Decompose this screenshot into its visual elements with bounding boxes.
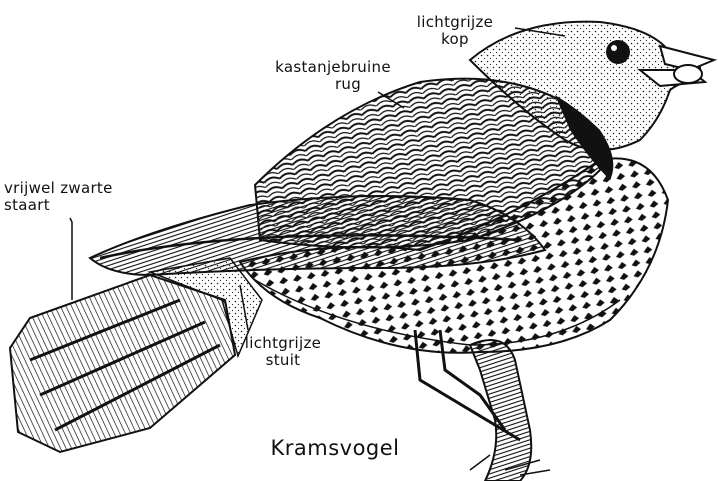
label-tail-line2: staart [4, 197, 154, 214]
leader-tail [70, 218, 72, 300]
label-tail-line1: vrijwel zwarte [4, 180, 154, 197]
branch [470, 340, 531, 481]
bird-eye [606, 40, 630, 64]
label-head-line2: kop [395, 31, 515, 48]
label-rump: lichtgrijze stuit [218, 335, 348, 369]
label-back-line1: kastanjebruine [258, 59, 408, 76]
label-tail: vrijwel zwarte staart [4, 180, 154, 214]
label-rump-line2: stuit [218, 352, 348, 369]
bird-tail [10, 275, 235, 452]
label-rump-line1: lichtgrijze [218, 335, 348, 352]
label-back-line2: rug [258, 76, 408, 93]
label-head-line1: lichtgrijze [395, 14, 515, 31]
label-head: lichtgrijze kop [395, 14, 515, 48]
figure-caption: Kramsvogel [255, 440, 415, 457]
label-back: kastanjebruine rug [258, 59, 408, 93]
